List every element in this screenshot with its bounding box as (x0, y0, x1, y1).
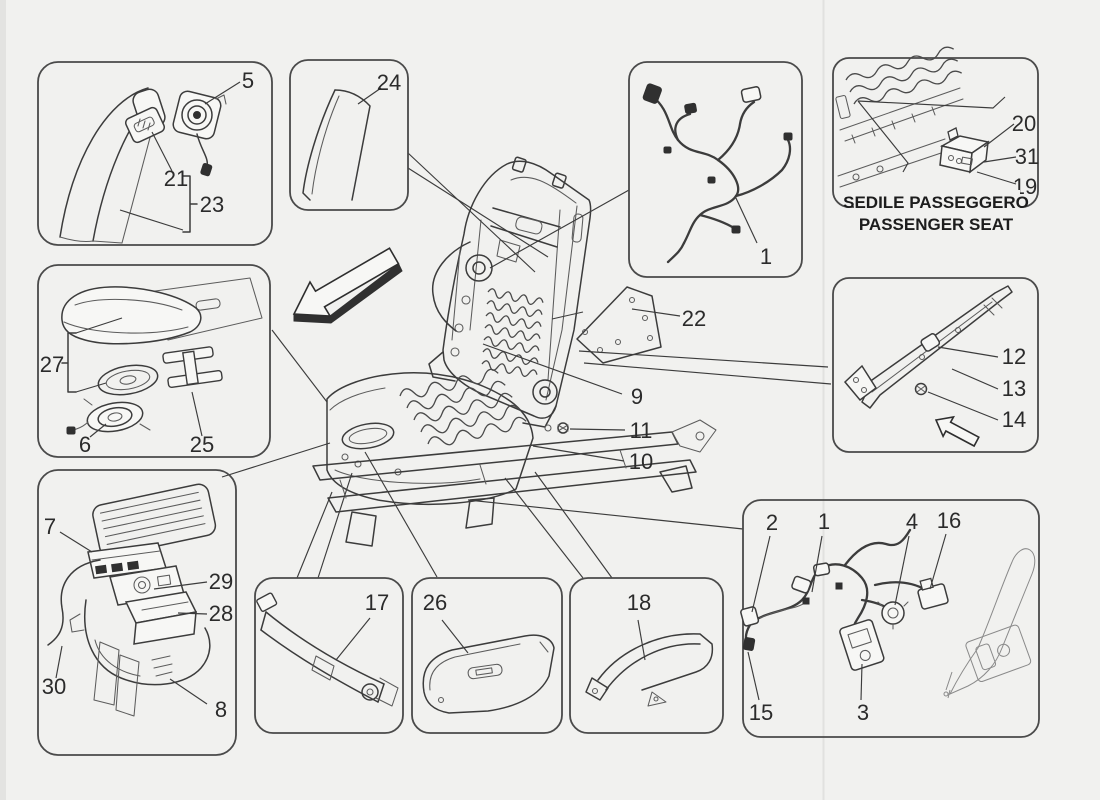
part-label-14: 14 (1002, 407, 1026, 432)
part-label-23: 23 (200, 192, 224, 217)
caption-italian: SEDILE PASSEGGERO (843, 193, 1029, 212)
part-label-11: 11 (630, 418, 653, 443)
part-label-13: 13 (1002, 376, 1026, 401)
callout-box-crossmember: 17 (254, 577, 404, 734)
part-label-5: 5 (242, 68, 254, 93)
part-label-12: 12 (1002, 344, 1026, 369)
seat-back-frame-illustration (428, 156, 592, 432)
underseat-cover-part (422, 634, 555, 714)
part-label-30: 30 (42, 674, 66, 699)
part-label-7: 7 (44, 514, 56, 539)
bolt-part-11 (557, 422, 569, 434)
part-label-25: 25 (190, 432, 214, 457)
part-label-16: 16 (937, 508, 961, 533)
part-label-21: 21 (164, 166, 188, 191)
belt-guide-part (124, 88, 166, 144)
part-label-27: 27 (40, 352, 64, 377)
crossmember-part (256, 592, 399, 707)
part-label-2: 2 (766, 510, 778, 535)
callout-box-rail-trim: 12 13 14 (832, 277, 1039, 453)
part-label-18: 18 (627, 590, 651, 615)
callout-box-passenger-seat: 20 31 19 SEDILE PASSEGGERO PASSENGER SEA… (832, 44, 1039, 234)
callout-box-underseat-cover: 26 (411, 577, 563, 734)
seat-pan-8-part (69, 599, 211, 686)
caption-mask (854, 190, 1020, 214)
part-label-9: 9 (631, 384, 643, 409)
fan-unit-part (66, 398, 151, 435)
callout-box-cushion-fan: 27 6 25 (37, 264, 271, 458)
part-label-26: 26 (423, 590, 447, 615)
wire-30 (47, 559, 101, 646)
part-label-22: 22 (682, 306, 706, 331)
bracket-23 (182, 175, 198, 233)
part-label-28: 28 (209, 601, 233, 626)
seat-back-springs (480, 287, 545, 380)
bracket-27 (61, 332, 77, 393)
wire-frame-part (585, 633, 714, 707)
part-label-17: 17 (365, 590, 389, 615)
part-label-20: 20 (1012, 111, 1036, 136)
part-label-4: 4 (906, 509, 918, 534)
module-28-part (124, 591, 198, 645)
part-label-8: 8 (215, 697, 227, 722)
part-label-1-bottom: 1 (818, 509, 830, 534)
lead-lines-central (221, 152, 832, 579)
part-label-29: 29 (209, 569, 233, 594)
switch-harness-wires (744, 528, 928, 654)
part-label-1-top: 1 (760, 244, 772, 269)
part-label-15: 15 (749, 700, 773, 725)
fan-ring-part (97, 364, 159, 396)
callout-box-harness: 1 (628, 61, 803, 278)
rail-trim-part (843, 285, 1013, 409)
part-label-3: 3 (857, 700, 869, 725)
callout-box-modules: 7 29 28 30 8 (37, 469, 237, 756)
callout-box-back-panel: 24 (289, 59, 409, 211)
caption-english: PASSENGER SEAT (859, 215, 1014, 234)
harness-connectors (740, 562, 949, 671)
cushion-foam-part (61, 286, 202, 345)
callout-box-switch-harness: 2 1 4 16 15 3 (740, 499, 1040, 738)
part-label-24: 24 (377, 70, 401, 95)
callout-box-wire-frame: 18 (569, 577, 724, 734)
callout-box-headrest: 5 21 23 (37, 61, 273, 246)
part-label-10: 10 (629, 449, 653, 474)
h-bracket-part (162, 346, 223, 389)
scan-edge-shade (0, 0, 6, 800)
seat-underside-sketch (835, 44, 965, 188)
part-label-6: 6 (79, 432, 91, 457)
part-label-31: 31 (1015, 144, 1039, 169)
side-trim-panel-sketch (943, 548, 1036, 699)
speaker-part (172, 90, 227, 177)
rail-direction-arrow-icon (934, 415, 980, 448)
ecu-module-part (939, 127, 990, 174)
big-direction-arrow-icon (292, 247, 403, 324)
